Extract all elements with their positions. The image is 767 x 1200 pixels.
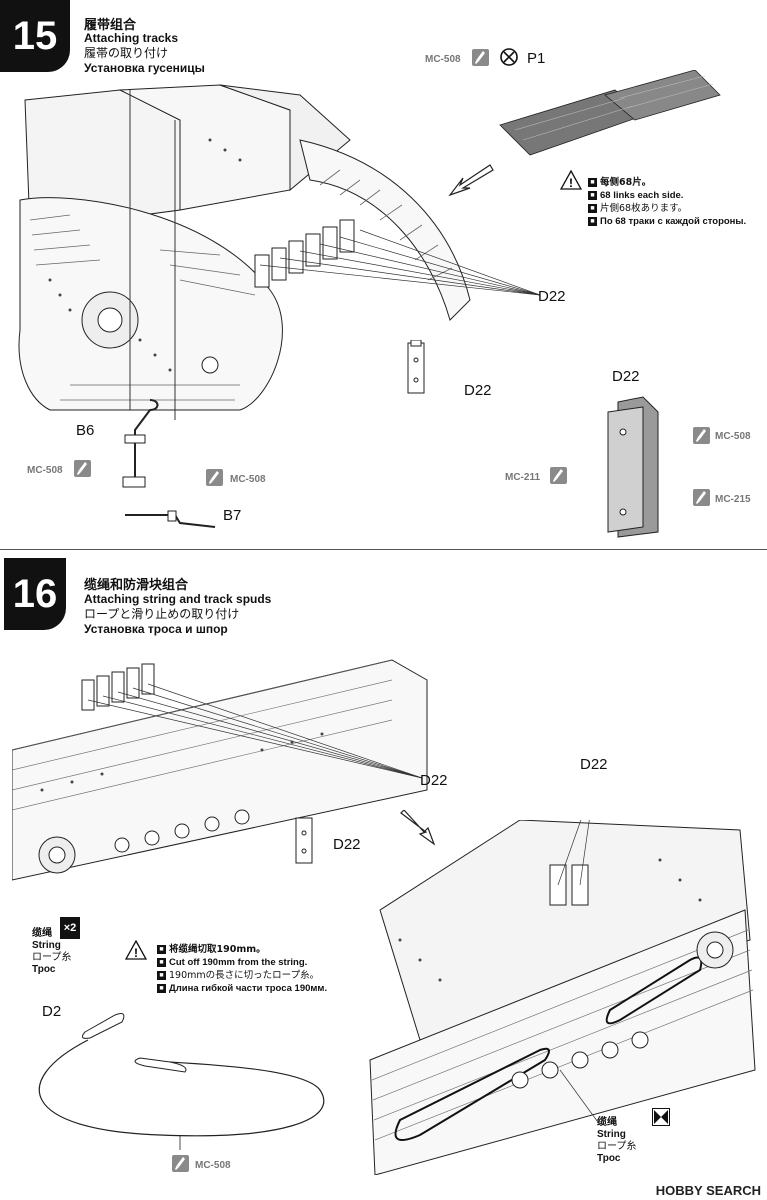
step-16-title-ru: Установка троса и шпор <box>84 622 228 636</box>
mc-508-label-a: MC-508 <box>425 54 461 65</box>
note16-cn: 将缆绳切取190mm。 <box>169 944 266 955</box>
note-ru: По 68 траки с каждой стороны. <box>600 216 747 227</box>
step-16-tank-drawing-lower <box>369 820 756 1175</box>
mc-508-label-b: MC-508 <box>715 431 751 442</box>
step-16-tank-drawing-upper <box>12 659 428 881</box>
warning-icon: ! <box>125 940 147 960</box>
glue-brush-icon <box>472 49 489 66</box>
step-16-title-en: Attaching string and track spuds <box>84 592 272 606</box>
part-d22-label-16a: D22 <box>420 772 448 789</box>
flag-icon: ■ <box>588 216 597 226</box>
step-16-badge: 16 <box>4 558 66 630</box>
glue-brush-icon <box>693 489 710 506</box>
part-d2-label: D2 <box>42 1003 62 1020</box>
step-15-tank-drawing <box>18 84 541 420</box>
mc-508-label-c: MC-508 <box>27 465 63 476</box>
note-cn: 每侧68片。 <box>600 177 652 188</box>
note16-en: Cut off 190mm from the string. <box>169 957 308 968</box>
string-label: 缆绳 String ロープ糸 Трос <box>597 1117 636 1165</box>
flag-icon: ■ <box>157 944 166 954</box>
quantity-badge: ×2 <box>60 917 80 939</box>
svg-text:!: ! <box>134 946 138 960</box>
flag-icon: ■ <box>588 177 597 187</box>
no-glue-icon <box>500 48 518 66</box>
flag-icon: ■ <box>157 957 166 967</box>
step-15-number: 15 <box>12 13 58 58</box>
part-d22-label-a: D22 <box>538 288 566 305</box>
b7-rod-part <box>125 510 216 528</box>
note16-ru: Длина гибкой части троса 190мм. <box>169 983 328 994</box>
step-15-title-cn: 履带组合 <box>84 18 137 33</box>
svg-text:!: ! <box>569 176 573 190</box>
part-b7-label: B7 <box>223 507 242 524</box>
cut-icon <box>652 1108 670 1126</box>
direction-arrow-icon <box>400 810 436 846</box>
d22-spud-16 <box>295 817 313 864</box>
string-label-en: String <box>597 1129 626 1140</box>
note16-jp: 190mmの長さに切ったロープ糸。 <box>169 970 320 981</box>
note-en: 68 links each side. <box>600 190 684 201</box>
direction-arrow-icon <box>448 164 494 197</box>
note-jp: 片側68枚あります。 <box>600 203 688 214</box>
section-divider <box>0 549 767 550</box>
glue-brush-icon <box>206 469 223 486</box>
string-box-cn: 缆绳 <box>32 928 52 939</box>
glue-brush-icon <box>550 467 567 484</box>
step-15-badge: 15 <box>0 0 70 72</box>
string-box-jp: ロープ糸 <box>32 952 72 963</box>
part-b6-label: B6 <box>76 422 95 439</box>
flag-icon: ■ <box>588 190 597 200</box>
glue-brush-icon <box>693 427 710 444</box>
string-with-d2 <box>38 1013 325 1150</box>
step-15-note: ■每侧68片。 ■68 links each side. ■片側68枚あります。… <box>588 176 746 228</box>
string-box-ru: Трос <box>32 964 56 975</box>
part-d22-label-16c: D22 <box>580 756 608 773</box>
glue-brush-icon <box>172 1155 189 1172</box>
mc-508-label-d: MC-508 <box>230 474 266 485</box>
d22-spud-large <box>607 396 659 538</box>
part-d22-label-c: D22 <box>612 368 640 385</box>
step-15-title-jp: 履帯の取り付け <box>84 46 169 60</box>
string-box-en: String <box>32 940 61 951</box>
string-label-jp: ロープ糸 <box>597 1141 637 1152</box>
string-label-ru: Трос <box>597 1153 621 1164</box>
warning-icon: ! <box>560 170 582 190</box>
string-label-cn: 缆绳 <box>597 1117 617 1128</box>
mc-211-label: MC-211 <box>505 472 541 483</box>
mc-215-label: MC-215 <box>715 494 751 505</box>
step-16-number: 16 <box>12 571 58 616</box>
mc-508-label-16: MC-508 <box>195 1160 231 1171</box>
part-p1-label: P1 <box>527 50 546 67</box>
step-15-title-en: Attaching tracks <box>84 31 179 45</box>
step-15-title-ru: Установка гусеницы <box>84 61 205 75</box>
flag-icon: ■ <box>157 970 166 980</box>
glue-brush-icon <box>74 460 91 477</box>
d22-spud-small <box>407 340 425 394</box>
flag-icon: ■ <box>588 203 597 213</box>
part-d22-label-16b: D22 <box>333 836 361 853</box>
string-box: 缆绳 String ロープ糸 Трос <box>32 928 71 976</box>
part-d22-label-b: D22 <box>464 382 492 399</box>
b6-hook-part <box>122 399 159 488</box>
step-16-title-jp: ロープと滑り止めの取り付け <box>84 607 240 621</box>
quantity-value: ×2 <box>63 922 77 934</box>
step-16-note: ■将缆绳切取190mm。 ■Cut off 190mm from the str… <box>157 943 327 995</box>
flag-icon: ■ <box>157 983 166 993</box>
hobby-search-watermark: HOBBY SEARCH <box>655 1183 761 1198</box>
p1-track-section <box>499 70 721 156</box>
step-16-title-cn: 缆绳和防滑块组合 <box>84 578 189 593</box>
